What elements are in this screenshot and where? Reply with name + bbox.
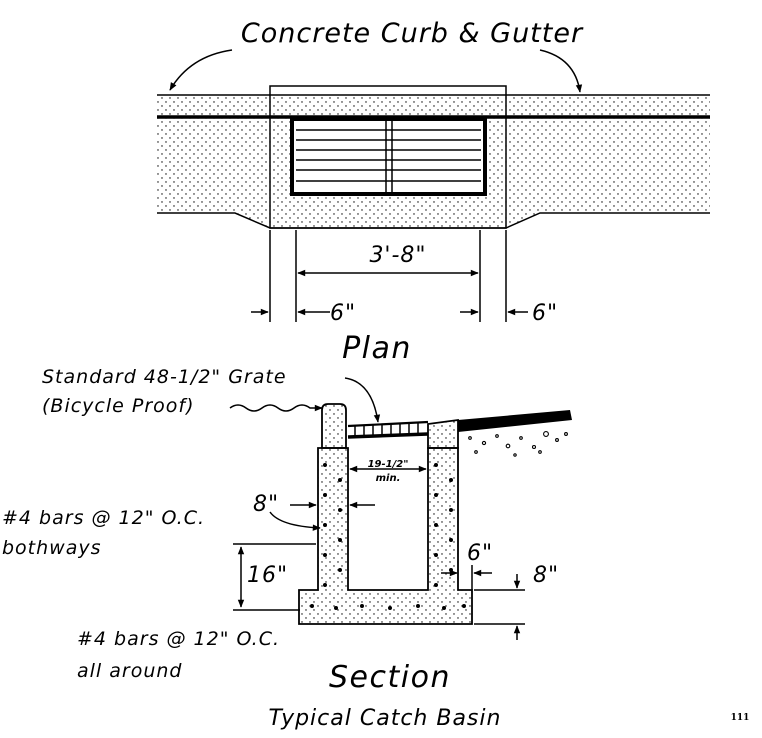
leader-left	[169, 49, 233, 91]
grate-plan	[290, 117, 487, 196]
label-wall-bars-dir: bothways	[2, 537, 102, 559]
label-section: Section	[329, 660, 451, 695]
label-inner-width-note: min.	[376, 473, 401, 484]
label-grate: Standard 48-1/2" Grate	[42, 366, 287, 388]
label-plan: Plan	[342, 331, 412, 366]
label-curb-gutter: Concrete Curb & Gutter	[241, 18, 584, 49]
label-wall-bars: #4 bars @ 12" O.C.	[2, 507, 205, 529]
label-base-bars: #4 bars @ 12" O.C.	[77, 628, 280, 650]
plan-view	[157, 49, 710, 322]
label-inner-width: 19-1/2"	[368, 459, 409, 470]
page-number: 111	[731, 713, 750, 723]
grate-section	[347, 420, 429, 439]
label-width-dim: 3'-8"	[369, 243, 426, 268]
label-base-bars-dir: all around	[77, 660, 182, 682]
label-wall-thickness: 8"	[253, 492, 279, 517]
section-view	[229, 377, 572, 640]
label-bicycle-proof: (Bicycle Proof)	[42, 395, 195, 417]
rebar-dots	[310, 463, 466, 610]
label-left-offset: 6"	[330, 301, 356, 326]
pavement-section	[458, 410, 572, 432]
soil	[468, 431, 568, 457]
leader-right	[539, 49, 583, 93]
label-depth: 16"	[247, 563, 288, 588]
label-base-offset: 6"	[467, 541, 493, 566]
curb-block-section	[321, 403, 347, 449]
basin-concrete-section	[298, 447, 473, 625]
basin-outline	[269, 85, 507, 229]
caption: Typical Catch Basin	[269, 706, 502, 731]
label-right-offset: 6"	[532, 301, 558, 326]
label-base-thickness: 8"	[533, 563, 559, 588]
